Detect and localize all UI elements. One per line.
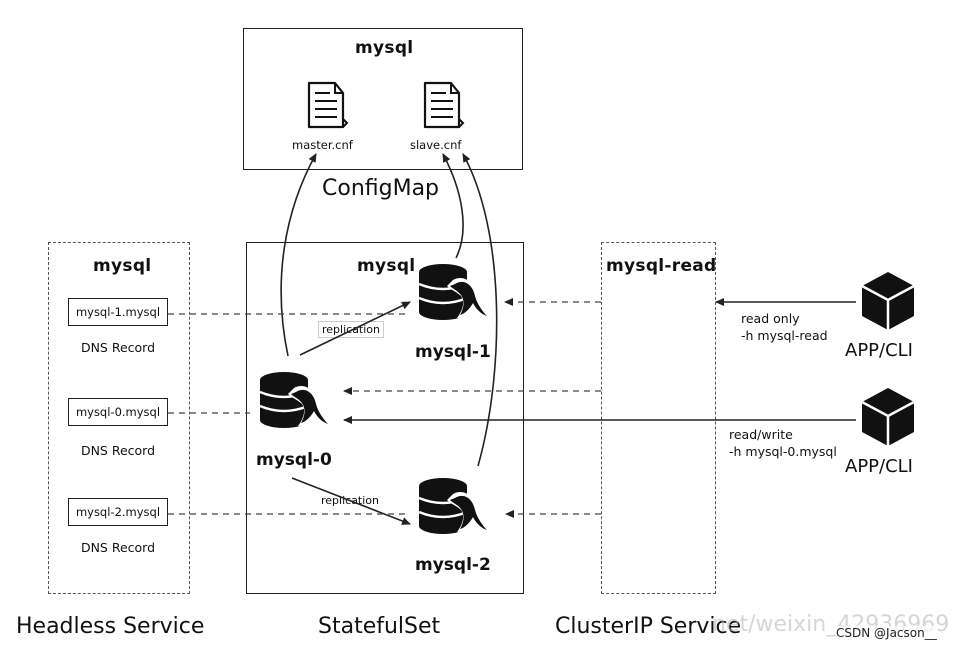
dns-record-mysql-1: mysql-1.mysql xyxy=(68,298,168,326)
headless-caption: Headless Service xyxy=(16,614,205,639)
slave-cnf-icon xyxy=(423,81,465,129)
client-read-label: APP/CLI xyxy=(845,340,913,361)
clusterip-caption: ClusterIP Service xyxy=(555,614,742,639)
client-read-note-line1: read only xyxy=(741,311,800,326)
dns-caption-0: DNS Record xyxy=(80,443,156,458)
headless-service-box xyxy=(48,242,190,594)
client-read-cube-icon xyxy=(860,270,916,332)
statefulset-title: mysql xyxy=(357,256,416,276)
mysql-0-db-icon xyxy=(258,370,332,430)
headless-title: mysql xyxy=(93,256,152,276)
statefulset-caption: StatefulSet xyxy=(318,614,441,639)
mysql-1-db-icon xyxy=(417,262,491,322)
client-write-note-line2: -h mysql-0.mysql xyxy=(729,444,837,459)
replication-arrow-2 xyxy=(291,477,411,525)
dns-caption-2: DNS Record xyxy=(80,540,156,555)
clusterip-box xyxy=(601,242,716,594)
dns-record-mysql-0: mysql-0.mysql xyxy=(68,398,168,426)
pod-mysql-0-label: mysql-0 xyxy=(256,450,332,470)
master-cnf-icon xyxy=(307,81,349,129)
replication-label-1: replication xyxy=(318,321,385,338)
client-read-note-line2: -h mysql-read xyxy=(741,328,828,343)
dns-record-mysql-2: mysql-2.mysql xyxy=(68,498,168,526)
statefulset-box xyxy=(246,242,524,594)
client-write-cube-icon xyxy=(860,386,916,448)
master-config-curve xyxy=(280,153,317,357)
configmap-box xyxy=(243,28,523,170)
master-cnf-label: master.cnf xyxy=(292,138,353,152)
pod-mysql-2-label: mysql-2 xyxy=(415,555,491,575)
configmap-title: mysql xyxy=(355,38,414,58)
configmap-caption: ConfigMap xyxy=(322,176,440,201)
pod-mysql-1-label: mysql-1 xyxy=(415,342,491,362)
slave-config-curve-1 xyxy=(442,153,464,259)
client-write-label: APP/CLI xyxy=(845,456,913,477)
clusterip-title: mysql-read xyxy=(606,256,717,276)
replication-arrow-1 xyxy=(299,301,411,356)
client-write-note-line1: read/write xyxy=(729,427,793,442)
slave-config-curve-2 xyxy=(462,153,498,467)
mysql-2-db-icon xyxy=(417,476,491,536)
csdn-credit: CSDN @Jacson__ xyxy=(836,626,937,640)
slave-cnf-label: slave.cnf xyxy=(410,138,462,152)
dns-caption-1: DNS Record xyxy=(80,340,156,355)
